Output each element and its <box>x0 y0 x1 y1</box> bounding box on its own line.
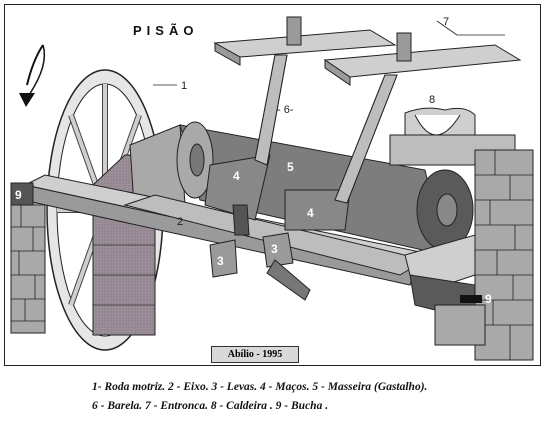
diagram-frame: 1 2 3 3 4 4 5 - 6- 7 8 9 9 PISÃO Abílio … <box>4 4 541 366</box>
upper-beams <box>213 16 522 204</box>
label-3b: 3 <box>271 242 278 256</box>
legend-line-1: 1- Roda motriz. 2 - Eixo. 3 - Levas. 4 -… <box>92 381 428 393</box>
leader-lines <box>153 20 505 86</box>
label-3a: 3 <box>217 254 224 268</box>
label-9b: 9 <box>485 292 492 306</box>
fulling-mill-illustration: 1 2 3 3 4 4 5 - 6- 7 8 9 9 <box>10 16 534 361</box>
label-7: 7 <box>443 16 449 28</box>
legend-line-2: 6 - Barela. 7 - Entronca. 8 - Caldeira .… <box>92 400 329 412</box>
label-6: - 6- <box>277 104 294 116</box>
label-2: 2 <box>177 216 183 228</box>
rotation-arrow <box>19 44 46 107</box>
diagram-title: PISÃO <box>133 23 199 38</box>
cams <box>209 232 311 301</box>
label-9a: 9 <box>15 188 22 202</box>
label-8: 8 <box>429 94 435 106</box>
bushing-left <box>10 182 34 206</box>
label-4a: 4 <box>233 169 240 183</box>
label-5: 5 <box>287 160 294 174</box>
label-4b: 4 <box>307 206 314 220</box>
label-1: 1 <box>181 80 187 92</box>
legend-caption: 1- Roda motriz. 2 - Eixo. 3 - Levas. 4 -… <box>92 378 532 416</box>
left-stone-wall <box>10 182 46 334</box>
bushing-right <box>409 274 486 346</box>
author-credit: Abílio - 1995 <box>211 346 299 363</box>
hammers <box>204 154 351 236</box>
